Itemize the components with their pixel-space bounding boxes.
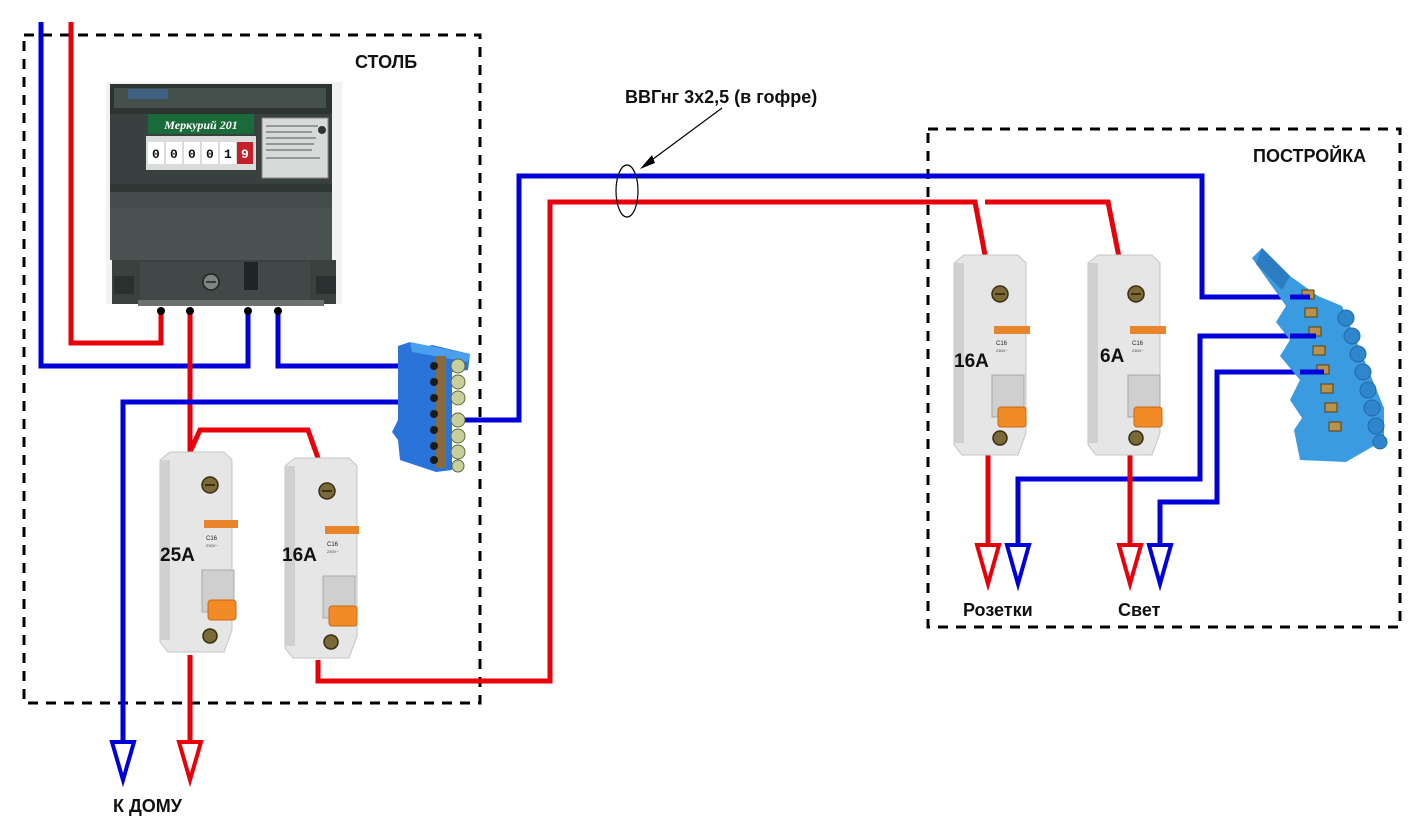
meter-neutral-out-wire bbox=[275, 312, 440, 369]
incoming-neutral-wire bbox=[38, 22, 251, 369]
breaker-house-25a: C16 230V~ bbox=[159, 451, 238, 653]
building-zone-title: ПОСТРОЙКА bbox=[1253, 145, 1366, 166]
pole-zone-boundary bbox=[22, 33, 482, 705]
building-feed-phase-wire bbox=[315, 199, 988, 684]
breaker-rating-16a-building: 16A bbox=[954, 351, 989, 372]
breaker-light-6a: C16 230V~ bbox=[1087, 254, 1166, 456]
breaker-building-feed-16a: C16 230V~ bbox=[284, 457, 359, 659]
breaker-voltage: 230V~ bbox=[996, 348, 1008, 353]
meter-digit: 0 bbox=[188, 147, 196, 162]
building-zone-boundary bbox=[926, 127, 1402, 629]
to-house-label: К ДОМУ bbox=[113, 796, 183, 816]
house-neutral-wire bbox=[120, 399, 440, 745]
sockets-label: Розетки bbox=[963, 600, 1033, 620]
sockets-neutral-arrow-icon bbox=[1004, 543, 1032, 592]
phase-jumper-wire bbox=[187, 427, 321, 459]
pole-neutral-bus bbox=[392, 342, 470, 473]
breaker-rating-25a: 25A bbox=[160, 545, 195, 566]
meter-terminal-phase-out bbox=[186, 307, 194, 315]
electricity-meter: Меркурий 201 0 0 0 0 1 9 bbox=[106, 82, 342, 315]
light-neutral-wire bbox=[1157, 369, 1316, 555]
meter-digit: 1 bbox=[224, 147, 232, 162]
cable-callout-leader bbox=[644, 107, 723, 166]
meter-terminal-phase-in bbox=[157, 307, 165, 315]
meter-digit: 0 bbox=[152, 147, 160, 162]
breaker-model: C16 bbox=[1132, 341, 1144, 347]
breaker-model: C16 bbox=[996, 341, 1008, 347]
building-phase-jumper bbox=[985, 199, 1123, 263]
cable-callout-arrowhead-icon bbox=[640, 155, 655, 169]
breaker-model: C16 bbox=[206, 536, 218, 542]
cable-spec-label: ВВГнг 3х2,5 (в гофре) bbox=[625, 87, 817, 107]
meter-terminal-neutral-out bbox=[274, 307, 282, 315]
light-label: Свет bbox=[1118, 600, 1161, 620]
breaker-rating-6a: 6A bbox=[1100, 346, 1125, 367]
breaker-model: C16 bbox=[327, 542, 339, 548]
meter-digit: 0 bbox=[206, 147, 214, 162]
breaker-sockets-16a: C16 230V~ bbox=[953, 254, 1030, 456]
breaker-voltage: 230V~ bbox=[1132, 348, 1144, 353]
breaker-rating-16a-pole: 16A bbox=[282, 545, 317, 566]
meter-brand: Меркурий 201 bbox=[163, 118, 237, 132]
breaker-voltage: 230V~ bbox=[206, 543, 218, 548]
incoming-phase-wire bbox=[68, 22, 164, 346]
building-feed-neutral-wire bbox=[465, 173, 1308, 423]
cable-marker-ellipse bbox=[615, 164, 639, 218]
meter-digit: 0 bbox=[170, 147, 178, 162]
meter-counter-digits: 0 0 0 0 1 9 bbox=[148, 142, 253, 164]
pole-zone-title: СТОЛБ bbox=[355, 52, 417, 72]
house-phase-arrow-icon bbox=[176, 740, 204, 788]
light-phase-arrow-icon bbox=[1116, 543, 1144, 592]
building-neutral-bus bbox=[1252, 248, 1388, 462]
breaker-voltage: 230V~ bbox=[327, 549, 339, 554]
meter-digit: 9 bbox=[241, 147, 249, 162]
sockets-neutral-wire bbox=[1015, 333, 1310, 555]
sockets-phase-arrow-icon bbox=[974, 543, 1002, 592]
light-neutral-arrow-icon bbox=[1146, 543, 1174, 592]
meter-terminal-neutral-in bbox=[244, 307, 252, 315]
house-neutral-arrow-icon bbox=[109, 740, 137, 788]
